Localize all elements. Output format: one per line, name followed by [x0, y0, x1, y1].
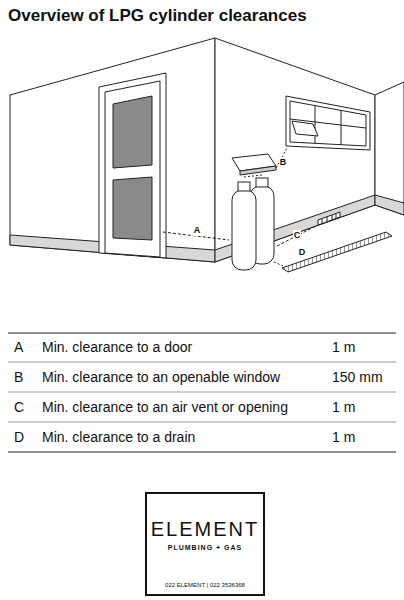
clearance-value: 1 m	[332, 399, 355, 416]
logo-box: ELEMENT PLUMBING + GAS 022 ELEMENT | 022 3…	[145, 492, 265, 596]
brand-tagline: PLUMBING + GAS	[147, 544, 263, 552]
clearance-description: Min. clearance to a door	[42, 339, 192, 356]
door-panel	[113, 96, 152, 168]
callout-letter: C	[293, 230, 302, 241]
table-rule	[8, 362, 396, 363]
open-pane	[292, 121, 318, 136]
table-rule	[8, 422, 396, 423]
cylinder-valve	[238, 182, 250, 191]
door	[105, 81, 160, 257]
door-panel	[113, 177, 152, 240]
door-frame	[99, 73, 166, 258]
table-rule	[8, 392, 396, 393]
row-letter: C	[14, 399, 24, 416]
left-wall	[10, 38, 215, 262]
cylinder-valve	[256, 178, 268, 187]
skirting	[375, 195, 404, 215]
callout-letter: B	[279, 157, 288, 168]
row-letter: D	[14, 429, 24, 446]
table-rule	[8, 332, 396, 333]
row-letter: B	[14, 369, 23, 386]
brand-name: ELEMENT	[147, 518, 263, 540]
clearance-line	[274, 262, 283, 266]
clearance-description: Min. clearance to an air vent or opening	[42, 399, 288, 416]
clearance-line	[277, 226, 316, 246]
far-wall	[375, 82, 404, 215]
row-letter: A	[14, 339, 23, 356]
clearance-value: 1 m	[332, 429, 355, 446]
callout-letter: A	[193, 225, 202, 236]
table-rule	[8, 451, 396, 452]
phone-numbers: 022 ELEMENT | 022 3536368	[147, 582, 263, 589]
air-vent	[318, 212, 340, 225]
title: Overview of LPG cylinder clearances	[8, 6, 307, 26]
clearance-description: Min. clearance to a drain	[42, 429, 195, 446]
callout-letter: D	[298, 247, 307, 258]
gas-cylinder	[232, 190, 256, 270]
window	[290, 101, 366, 146]
clearance-value: 1 m	[332, 339, 355, 356]
clearance-value: 150 mm	[332, 369, 383, 386]
clearance-line	[276, 148, 287, 168]
window-frame	[286, 96, 370, 150]
clearance-description: Min. clearance to an openable window	[42, 369, 280, 386]
